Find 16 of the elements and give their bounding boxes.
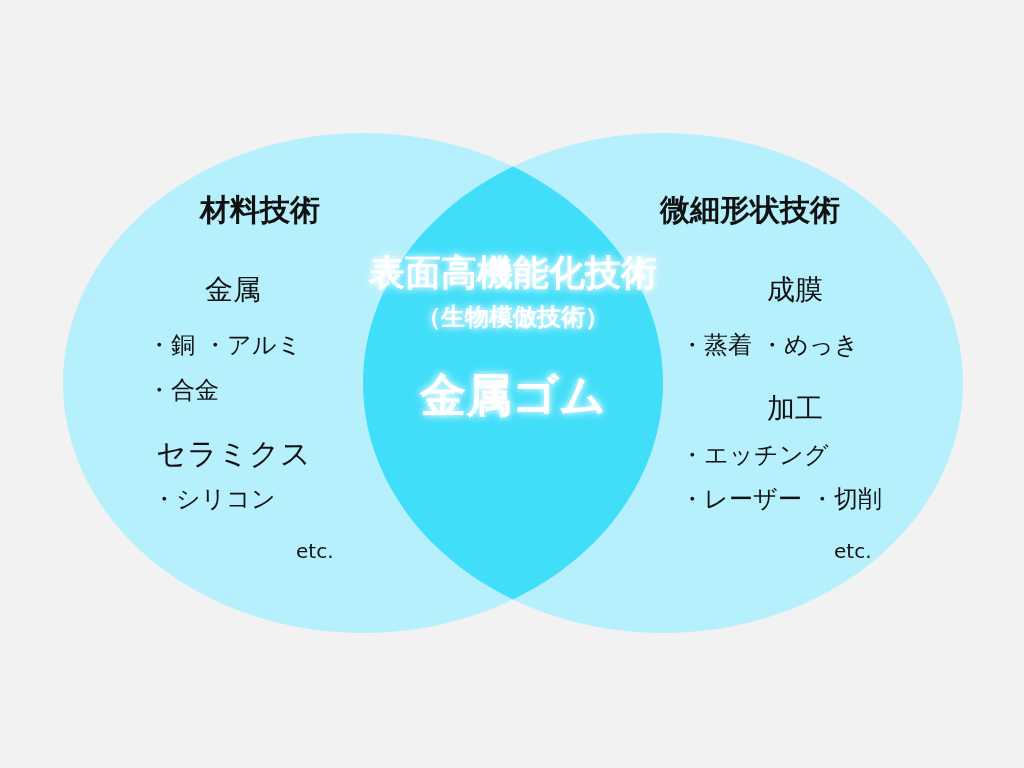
list-item: ・レーザー ・切削 <box>680 486 882 514</box>
etc-note: etc. <box>296 539 334 563</box>
category-label: セラミクス <box>155 436 311 472</box>
list-item: ・銅 ・アルミ <box>147 332 302 360</box>
category-label: 金属 <box>205 273 261 307</box>
list-item: ・エッチング <box>680 442 829 470</box>
list-item: ・合金 <box>147 377 219 405</box>
subheading: （生物模倣技術） <box>417 304 609 332</box>
category-label: 成膜 <box>767 273 823 307</box>
heading: 材料技術 <box>200 192 320 228</box>
list-item: ・シリコン <box>152 486 276 514</box>
etc-note: etc. <box>834 539 872 563</box>
list-item: ・蒸着 ・めっき <box>680 332 859 360</box>
heading: 微細形状技術 <box>660 192 840 228</box>
highlight-text: 金属ゴム <box>420 368 606 422</box>
category-label: 加工 <box>767 392 823 426</box>
